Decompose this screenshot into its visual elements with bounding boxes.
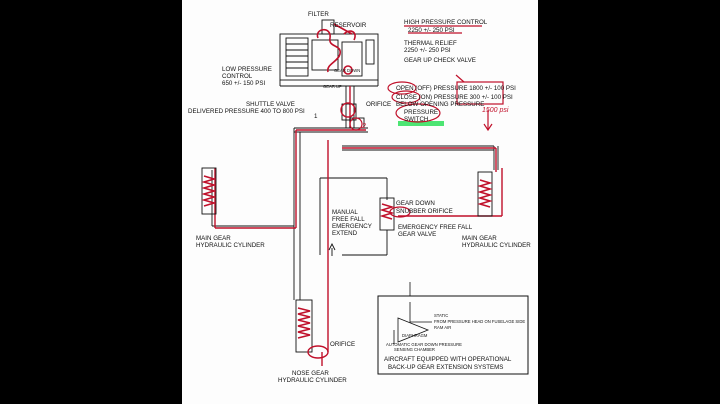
main-gear-right-label: MAIN GEAR bbox=[462, 235, 497, 242]
close-pressure-label: CLOSE (ON) PRESSURE 300 +/- 100 PSI bbox=[396, 94, 513, 101]
number-2-label: 2 bbox=[361, 123, 366, 130]
diagram-sheet: FILTER RESERVOIR HIGH PRESSURE CONTROL 2… bbox=[182, 0, 538, 404]
emergency-valve-label-2: GEAR VALVE bbox=[398, 231, 436, 238]
main-gear-right-label-2: HYDRAULIC CYLINDER bbox=[462, 242, 531, 249]
snubber-orifice-label: SNUBBER ORIFICE bbox=[396, 208, 453, 215]
main-gear-left-label-2: HYDRAULIC CYLINDER bbox=[196, 242, 265, 249]
gear-up-label: GEAR UP bbox=[323, 84, 342, 89]
auto-gear-down-label-2: SENSING CHAMBER bbox=[394, 347, 435, 352]
pressure-head-label: FROM PRESSURE HEAD ON FUSELAGE SIDE bbox=[434, 319, 525, 324]
manual-label: MANUAL bbox=[332, 209, 358, 216]
gear-down-label: GEAR DOWN bbox=[334, 68, 360, 73]
reservoir-red-markup bbox=[316, 23, 356, 75]
handwritten-psi-note: 1500 psi bbox=[482, 107, 509, 114]
low-pressure-label-2: CONTROL bbox=[222, 73, 253, 80]
delivered-pressure-label: DELIVERED PRESSURE 400 TO 800 PSI bbox=[188, 108, 305, 115]
static-label: STATIC bbox=[434, 313, 448, 318]
auto-gear-down-label: AUTOMATIC GEAR DOWN PRESSURE bbox=[386, 342, 462, 347]
thermal-relief-value: 2250 +/- 250 PSI bbox=[404, 47, 451, 54]
nose-gear-label: NOSE GEAR bbox=[292, 370, 329, 377]
backup-note-line-1: AIRCRAFT EQUIPPED WITH OPERATIONAL bbox=[384, 356, 512, 363]
main-gear-left-label: MAIN GEAR bbox=[196, 235, 231, 242]
green-highlight bbox=[398, 121, 444, 126]
high-pressure-control-label: HIGH PRESSURE CONTROL bbox=[404, 19, 488, 26]
thermal-relief-label: THERMAL RELIEF bbox=[404, 40, 457, 47]
emergency-valve bbox=[328, 197, 411, 256]
hydraulic-lines bbox=[211, 86, 499, 300]
number-1-label: 1 bbox=[314, 113, 318, 120]
gear-up-check-valve-label: GEAR UP CHECK VALVE bbox=[404, 57, 476, 64]
emergency-valve-label: EMERGENCY FREE FALL bbox=[398, 224, 473, 231]
reservoir-label: RESERVOIR bbox=[330, 22, 367, 29]
red-label-markup bbox=[387, 25, 504, 132]
high-pressure-value: 2250 +/- 250 PSI bbox=[408, 27, 455, 34]
pressure-switch-label-2: SWITCH bbox=[404, 116, 428, 123]
nose-gear-cylinder bbox=[295, 299, 329, 359]
low-pressure-label: LOW PRESSURE bbox=[222, 66, 272, 73]
nose-orifice-label: ORIFICE bbox=[330, 341, 355, 348]
below-opening-label: BELOW OPENING PRESSURE bbox=[396, 101, 484, 108]
extend-label: EXTEND bbox=[332, 230, 358, 237]
hydraulic-system-diagram: FILTER RESERVOIR HIGH PRESSURE CONTROL 2… bbox=[188, 11, 531, 384]
main-gear-right-cylinder bbox=[477, 171, 493, 217]
backup-inset-box bbox=[377, 282, 529, 375]
ram-air-label: RAM AIR bbox=[434, 325, 451, 330]
labels: FILTER RESERVOIR HIGH PRESSURE CONTROL 2… bbox=[188, 11, 531, 384]
pump-reservoir-unit bbox=[279, 19, 379, 87]
shuttle-valve-label: SHUTTLE VALVE bbox=[246, 101, 295, 108]
orifice-top-label: ORIFICE bbox=[366, 101, 391, 108]
main-gear-left-cylinder bbox=[201, 167, 217, 215]
pressure-switch-label: PRESSURE bbox=[404, 109, 438, 116]
nose-gear-label-2: HYDRAULIC CYLINDER bbox=[278, 377, 347, 384]
gear-down-snubber-label: GEAR DOWN bbox=[396, 200, 435, 207]
red-traced-lines bbox=[214, 86, 503, 366]
low-pressure-value: 650 +/- 150 PSI bbox=[222, 80, 265, 87]
emergency-label: EMERGENCY bbox=[332, 223, 372, 230]
backup-note-line-2: BACK-UP GEAR EXTENSION SYSTEMS bbox=[388, 364, 503, 371]
free-fall-label: FREE FALL bbox=[332, 216, 365, 223]
pressure-switch bbox=[340, 102, 365, 131]
open-pressure-label: OPEN (OFF) PRESSURE 1800 +/- 100 PSI bbox=[396, 85, 516, 92]
filter-label: FILTER bbox=[308, 11, 329, 18]
diaphragm-label: DIAPHRAGM bbox=[402, 333, 428, 338]
